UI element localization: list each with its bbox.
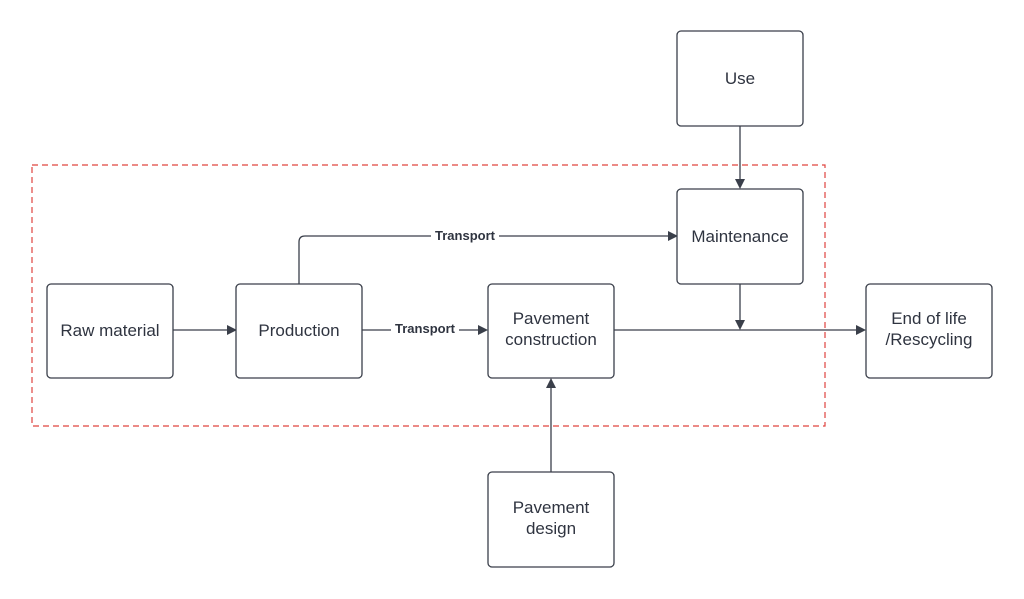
node-label: Production bbox=[258, 321, 339, 340]
edge-production-to-maintenance bbox=[298, 235, 669, 284]
edge-label-bg bbox=[391, 321, 459, 337]
node-box bbox=[865, 283, 993, 379]
node-pavement-construction: Pavement construction bbox=[487, 283, 615, 379]
node-label-line-2: construction bbox=[505, 330, 597, 349]
edge-label-transport-top: Transport bbox=[435, 228, 496, 243]
node-box bbox=[487, 471, 615, 568]
node-label: Raw material bbox=[60, 321, 159, 340]
arrowhead-use-to-maintenance bbox=[735, 179, 745, 189]
node-box bbox=[676, 188, 804, 285]
node-box bbox=[235, 283, 363, 379]
arrowhead-construction-to-endoflife bbox=[856, 325, 866, 335]
node-box bbox=[46, 283, 174, 379]
node-box bbox=[487, 283, 615, 379]
edge-label-transport-middle: Transport bbox=[395, 321, 456, 336]
arrowhead-raw-to-production bbox=[227, 325, 237, 335]
arrowhead-design-to-construction bbox=[546, 378, 556, 388]
arrowhead-maintenance-to-line bbox=[735, 320, 745, 330]
node-label: Use bbox=[725, 69, 755, 88]
node-use: Use bbox=[676, 30, 804, 127]
node-label-line-1: Pavement bbox=[513, 498, 590, 517]
arrowhead-production-to-maintenance bbox=[668, 231, 678, 241]
node-label-line-1: Pavement bbox=[513, 309, 590, 328]
node-pavement-design: Pavement design bbox=[487, 471, 615, 568]
edge-label-bg bbox=[431, 228, 499, 244]
arrowhead-production-to-construction bbox=[478, 325, 488, 335]
node-label-line-2: design bbox=[526, 519, 576, 538]
node-end-of-life: End of life /Rescycling bbox=[865, 283, 993, 379]
node-raw-material: Raw material bbox=[46, 283, 174, 379]
node-production: Production bbox=[235, 283, 363, 379]
node-maintenance: Maintenance bbox=[676, 188, 804, 285]
node-label-line-1: End of life bbox=[891, 309, 967, 328]
system-boundary bbox=[31, 164, 826, 427]
node-label-line-2: /Rescycling bbox=[886, 330, 973, 349]
node-box bbox=[676, 30, 804, 127]
node-label: Maintenance bbox=[691, 227, 788, 246]
